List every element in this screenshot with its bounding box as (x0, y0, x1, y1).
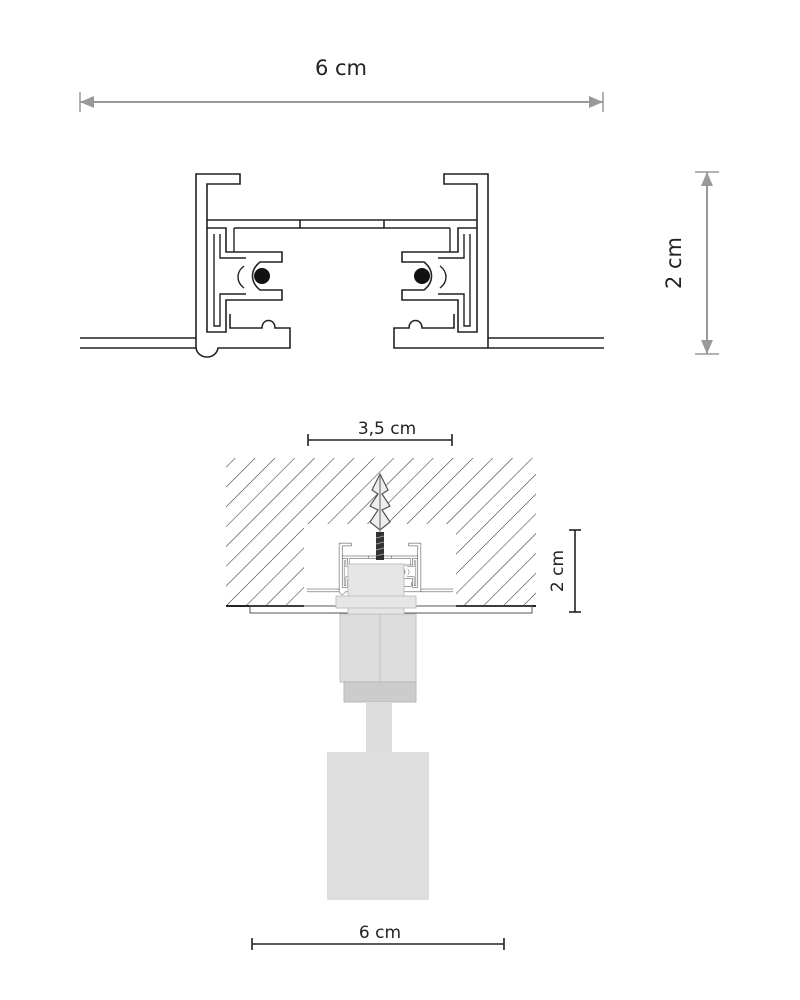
bottom-height-dimension: 2 cm (548, 529, 581, 613)
track-profile (79, 173, 605, 358)
top-view: 6 cm 2 cm (79, 56, 719, 358)
bottom-top-width-label: 3,5 cm (358, 419, 416, 439)
spot-fixture (327, 563, 429, 900)
top-height-dimension: 2 cm (662, 171, 719, 355)
top-width-label: 6 cm (315, 56, 367, 80)
bottom-width-dimension: 6 cm (251, 923, 505, 950)
top-height-label: 2 cm (662, 237, 686, 289)
bottom-width-label: 6 cm (359, 923, 401, 943)
bottom-view: 3,5 cm (226, 419, 581, 950)
wall-plug-anchor (369, 472, 391, 560)
top-width-dimension: 6 cm (79, 56, 604, 112)
bottom-top-width-dimension: 3,5 cm (307, 419, 453, 446)
bottom-height-label: 2 cm (548, 550, 568, 592)
